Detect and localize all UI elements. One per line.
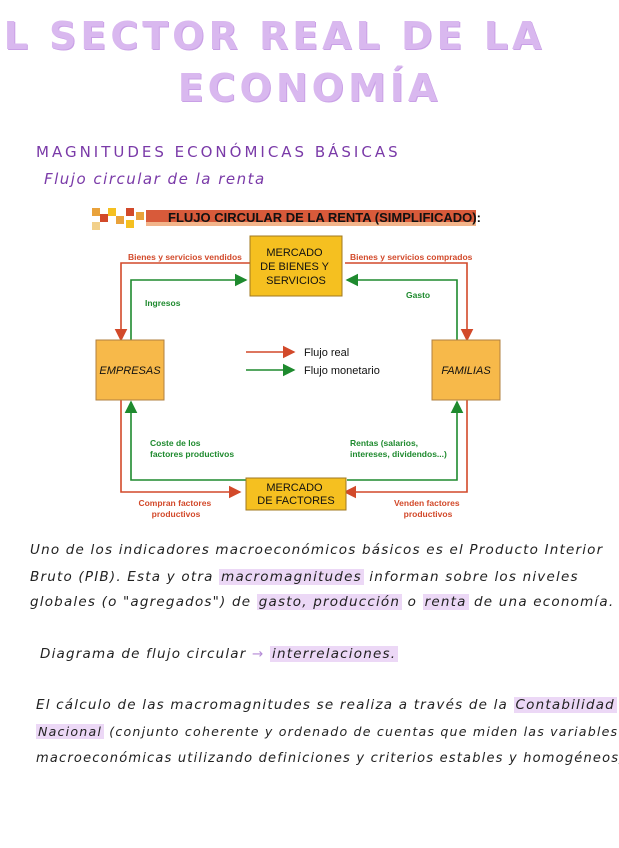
- flow-venden-factores: [343, 400, 468, 499]
- paragraph-1-line1: Uno de los indicadores macroeconómicos b…: [30, 542, 604, 558]
- box-mercado-bienes: [249, 235, 343, 297]
- flow-gasto: [345, 273, 458, 340]
- label-compran-line1: Compran factores: [138, 498, 211, 508]
- label-compran-line2: productivos: [152, 509, 201, 519]
- box-empresas-label: EMPRESAS: [99, 365, 161, 377]
- box-bienes-line3: SERVICIOS: [266, 275, 326, 287]
- paragraph-3-line2: Nacional (conjunto coherente y ordenado …: [36, 724, 619, 739]
- paragraph-3-line1: El cálculo de las macromagnitudes se rea…: [36, 697, 617, 713]
- flow-bienes-comprados: [345, 262, 474, 342]
- legend-real-label: Flujo real: [304, 347, 349, 359]
- box-familias-label: FAMILIAS: [441, 365, 491, 377]
- svg-text:Compran factores productiv: Compran factores productivos: [138, 498, 213, 519]
- flow-rentas: [347, 400, 464, 481]
- legend-monetario-label: Flujo monetario: [304, 365, 380, 377]
- svg-text:Venden factores productivo: Venden factores productivos: [394, 498, 462, 519]
- label-coste-line1: Coste de los: [150, 438, 201, 448]
- flow-coste-factores: [124, 400, 246, 481]
- paragraph-1-line3: globales (o "agregados") de gasto, produ…: [30, 594, 615, 610]
- diagram-header-text: FLUJO CIRCULAR DE LA RENTA (SIMPLIFICADO…: [168, 210, 481, 225]
- label-rentas-line2: intereses, dividendos...): [350, 449, 447, 459]
- page-title-line1: EL SECTOR REAL DE LA: [0, 14, 546, 58]
- svg-text:MERCADO DE BIENES Y SE: MERCADO DE BIENES Y SERVICIOS: [260, 247, 332, 287]
- svg-text:Rentas (salarios, interese: Rentas (salarios, intereses, dividendos.…: [350, 438, 447, 459]
- box-empresas: [95, 339, 165, 401]
- arrow-icon: →: [252, 646, 265, 662]
- flow-bienes-vendidos: [114, 262, 250, 342]
- svg-text:Coste de los factores prod: Coste de los factores productivos: [150, 438, 234, 459]
- diagram-header: FLUJO CIRCULAR DE LA RENTA (SIMPLIFICADO…: [92, 208, 481, 230]
- label-gasto: Gasto: [406, 290, 430, 300]
- paragraph-2: Diagrama de flujo circular → interrelaci…: [40, 646, 399, 662]
- paragraph-1-line2: Bruto (PIB). Esta y otra macromagnitudes…: [30, 569, 579, 585]
- label-coste-line2: factores productivos: [150, 449, 234, 459]
- flow-compran-factores: [120, 400, 242, 499]
- label-bienes-comprados: Bienes y servicios comprados: [350, 252, 473, 262]
- box-factores-line2: DE FACTORES: [257, 495, 334, 507]
- section-heading: MAGNITUDES ECONÓMICAS BÁSICAS: [36, 143, 401, 161]
- box-mercado-factores: [245, 477, 347, 511]
- box-bienes-line1: MERCADO: [266, 247, 323, 259]
- box-familias: [431, 339, 501, 401]
- flow-ingresos: [130, 273, 248, 340]
- label-venden-line2: productivos: [404, 509, 453, 519]
- label-ingresos: Ingresos: [145, 298, 181, 308]
- subsection-heading: Flujo circular de la renta: [44, 170, 266, 188]
- box-bienes-line2: DE BIENES Y: [260, 261, 330, 273]
- svg-text:MERCADO DE FACTORES: MERCADO DE FACTORES: [257, 482, 334, 507]
- box-factores-line1: MERCADO: [266, 482, 323, 494]
- label-bienes-vendidos: Bienes y servicios vendidos: [128, 252, 242, 262]
- label-venden-line1: Venden factores: [394, 498, 460, 508]
- page-title-line2: ECONOMÍA: [177, 66, 442, 110]
- paragraph-3-line3: macroeconómicas utilizando definiciones …: [36, 751, 619, 766]
- label-rentas-line1: Rentas (salarios,: [350, 438, 418, 448]
